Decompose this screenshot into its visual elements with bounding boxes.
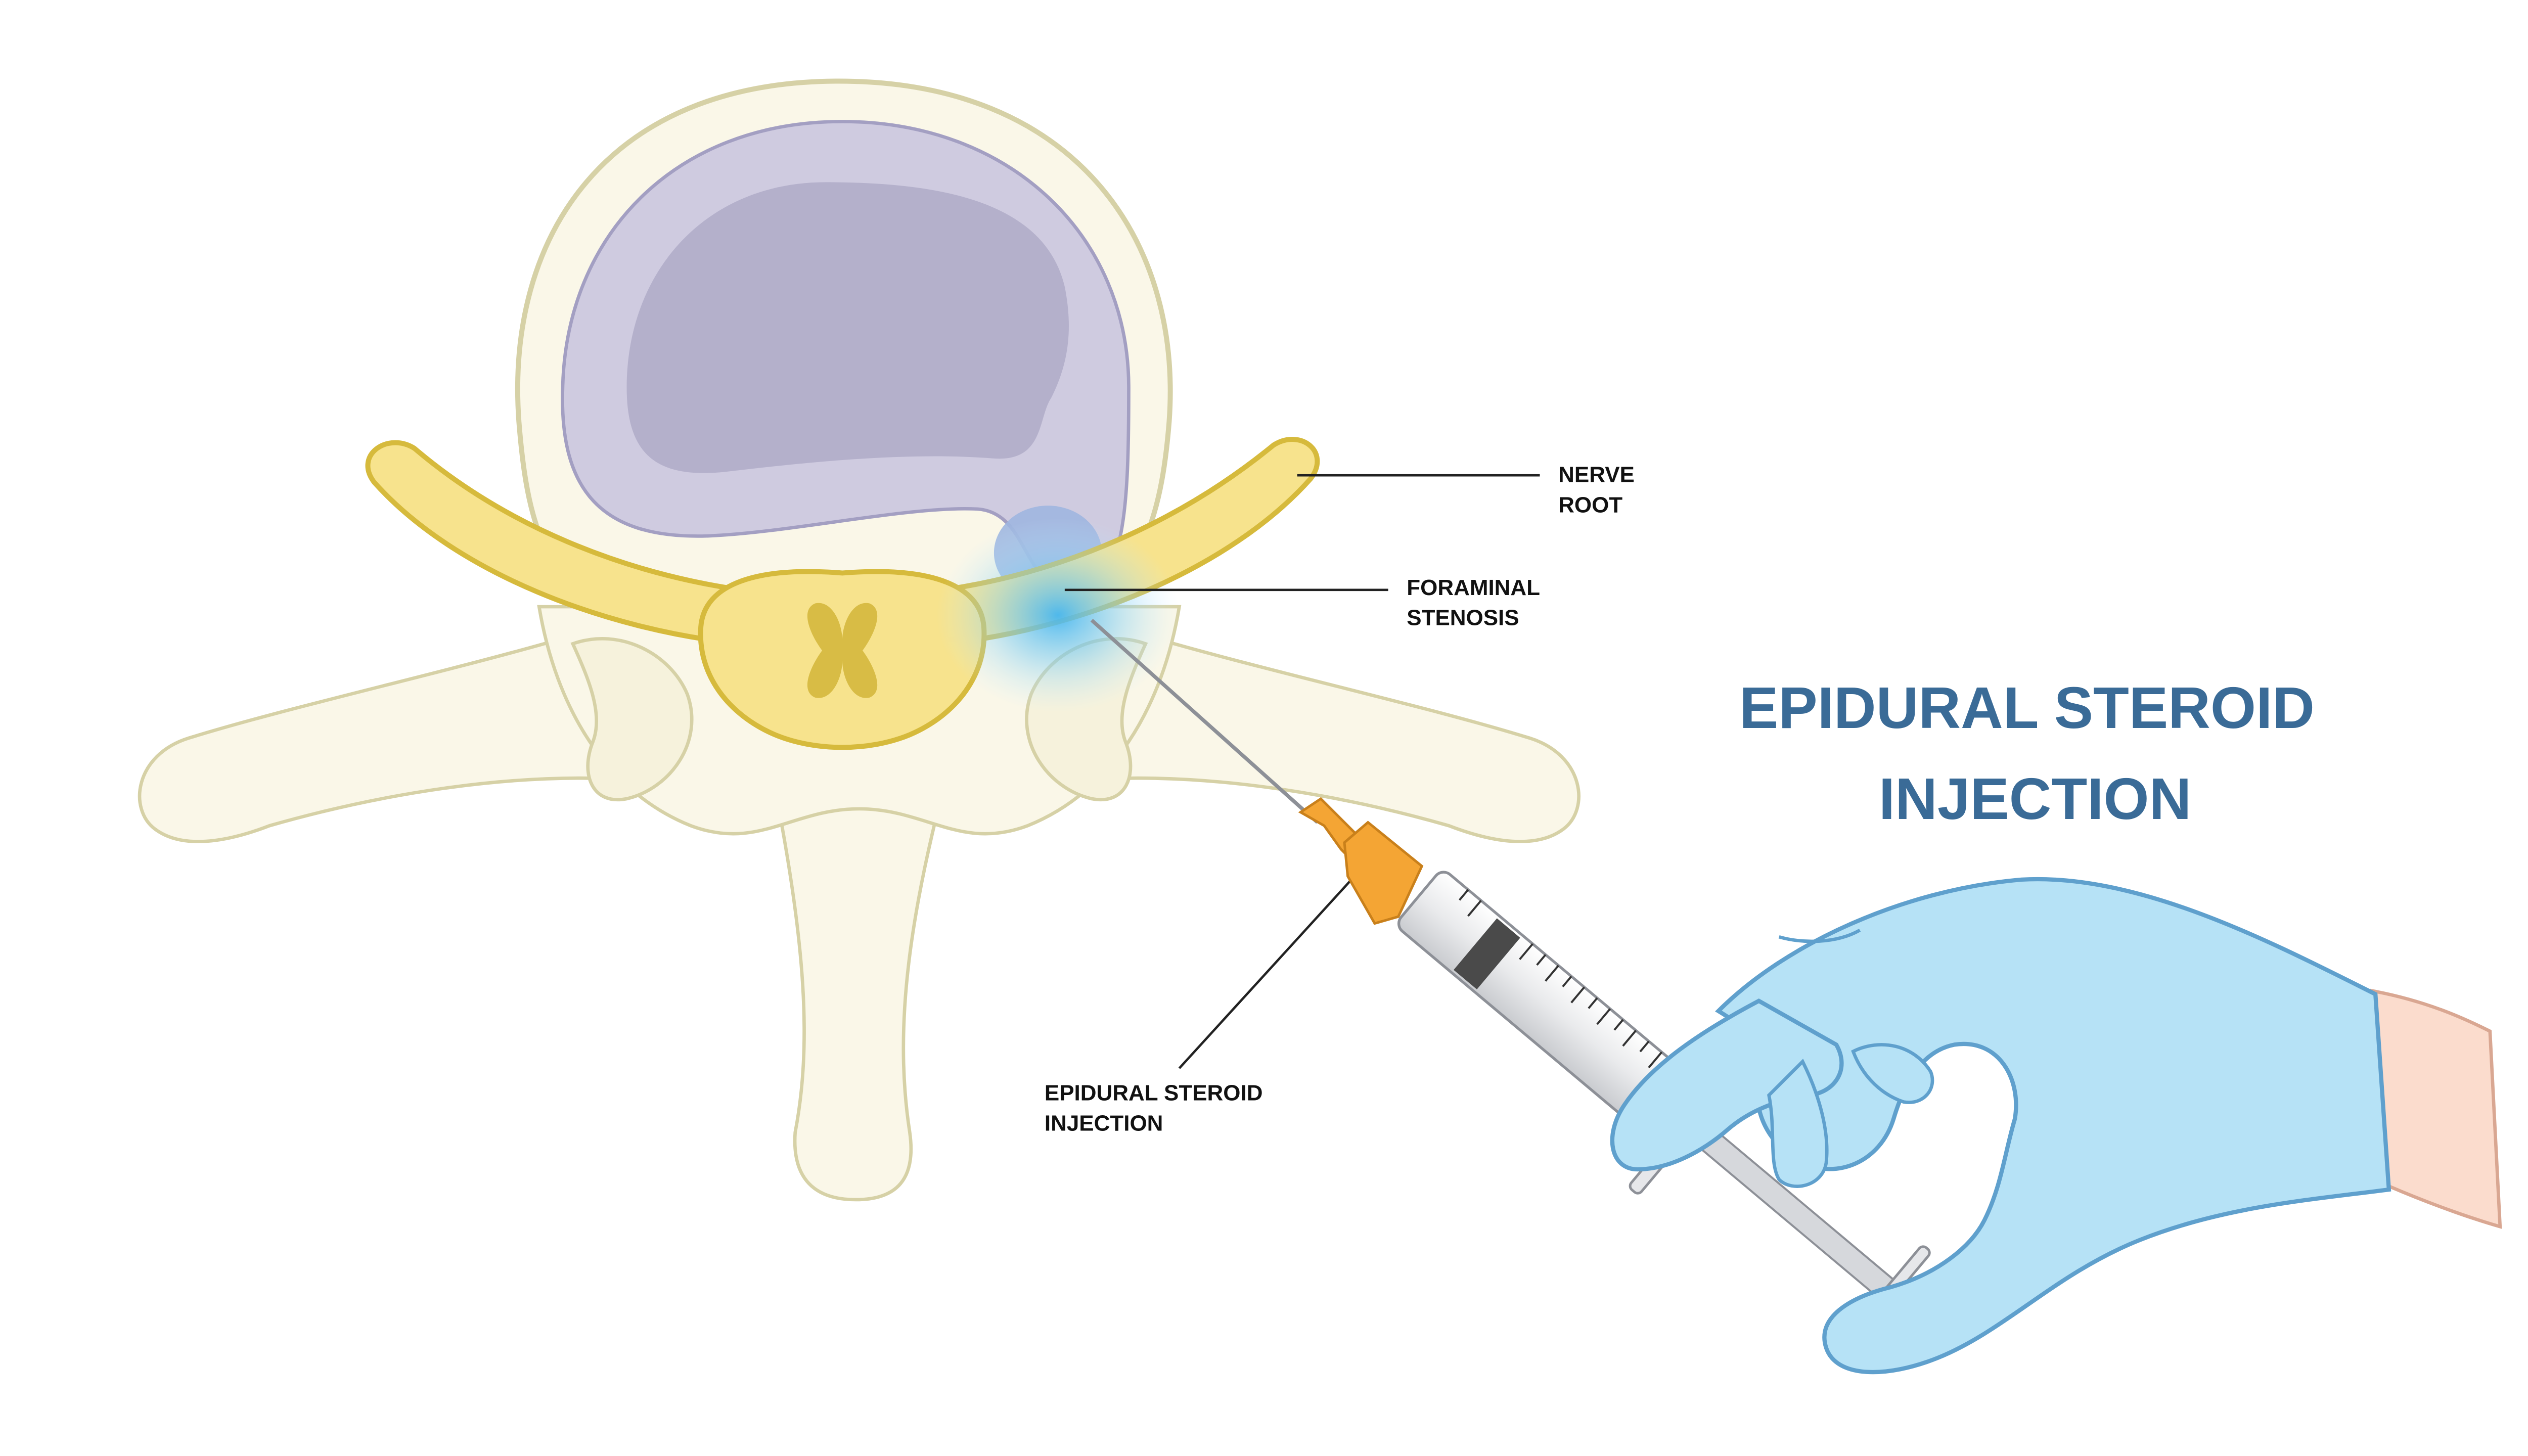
forearm-skin: [2370, 988, 2502, 1229]
graduation-marks: [1459, 889, 1676, 1074]
needle-hub-base: [1343, 821, 1424, 925]
epidural-injection-label: EPIDURAL STEROID INJECTION: [1045, 1080, 1269, 1135]
injection-leader: [1178, 875, 1356, 1069]
nerve-root-label: NERVE ROOT: [1558, 463, 1641, 518]
gray-matter: [807, 603, 878, 698]
left-facet: [570, 637, 694, 801]
stenosis-highlight: [936, 517, 1180, 713]
gloved-hand: [1610, 877, 2502, 1375]
glove-crease: [1778, 928, 1861, 943]
glove-thumb: [1851, 1043, 1934, 1104]
glove-palm: [1714, 877, 2391, 1375]
spinous-process: [773, 787, 946, 1202]
right-transverse-process: [1109, 638, 1581, 843]
glove-middle-finger: [1767, 1059, 1829, 1188]
nerve-root-left: [365, 440, 744, 647]
foraminal-stenosis-label: FORAMINAL STENOSIS: [1407, 575, 1546, 630]
needle: [1090, 619, 1319, 824]
nucleus-pulposus: [626, 182, 1069, 473]
left-transverse-process: [138, 638, 609, 843]
diagram-title: EPIDURAL STEROID INJECTION: [1739, 675, 2331, 832]
plunger-stopper: [1454, 918, 1520, 990]
